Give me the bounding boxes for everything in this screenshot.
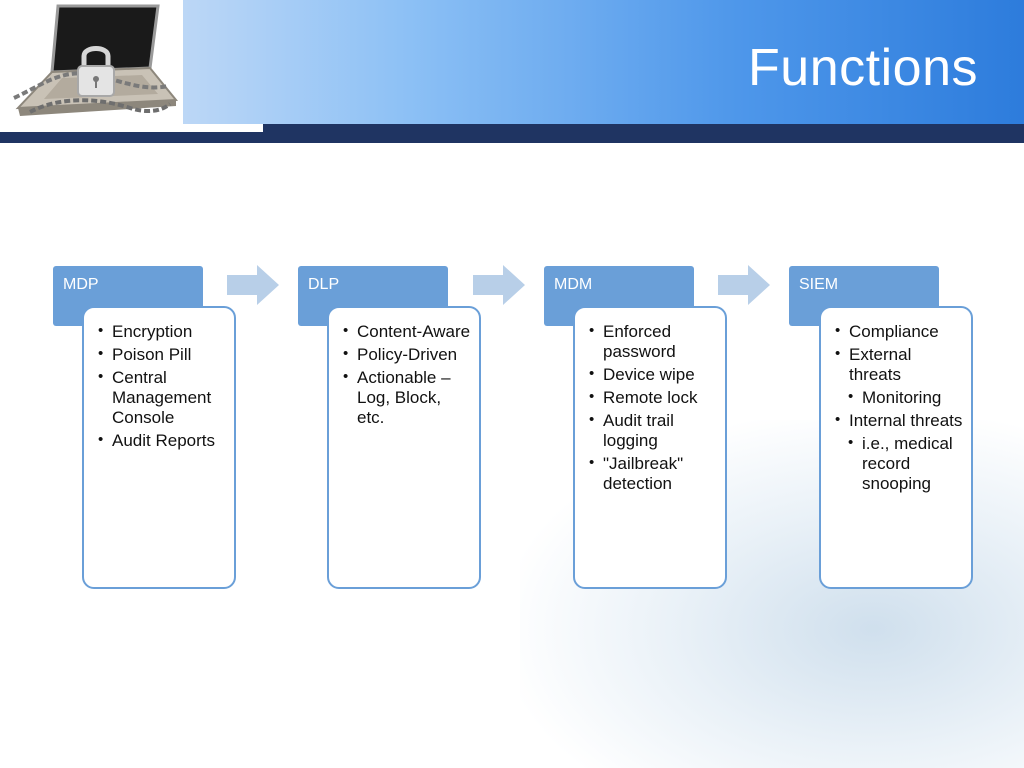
list-item: Encryption xyxy=(98,321,226,342)
list-item: Remote lock xyxy=(589,387,717,408)
list-item: Audit trail logging xyxy=(589,410,717,451)
step-card-mdp: Encryption Poison Pill Central Managemen… xyxy=(82,306,236,589)
arrow-right-icon xyxy=(473,265,525,305)
list-item: Internal threats xyxy=(835,410,963,431)
list-item: Poison Pill xyxy=(98,344,226,365)
list-item: Enforced password xyxy=(589,321,717,362)
list-item: External threats xyxy=(835,344,963,385)
step-list-dlp: Content-Aware Policy-Driven Actionable –… xyxy=(343,321,471,428)
step-list-mdm: Enforced password Device wipe Remote loc… xyxy=(589,321,717,494)
list-item: Content-Aware xyxy=(343,321,471,342)
list-subitem: Monitoring xyxy=(848,387,963,408)
step-list-siem: Compliance External threats Monitoring I… xyxy=(835,321,963,494)
list-item: Audit Reports xyxy=(98,430,226,451)
step-card-mdm: Enforced password Device wipe Remote loc… xyxy=(573,306,727,589)
list-item: "Jailbreak" detection xyxy=(589,453,717,494)
arrow-right-icon xyxy=(227,265,279,305)
list-item: Device wipe xyxy=(589,364,717,385)
list-item: Policy-Driven xyxy=(343,344,471,365)
laptop-lock-image xyxy=(0,0,183,124)
laptop-padlock-icon xyxy=(13,4,179,116)
list-subitem: i.e., medical record snooping xyxy=(848,433,963,494)
step-card-dlp: Content-Aware Policy-Driven Actionable –… xyxy=(327,306,481,589)
list-item: Compliance xyxy=(835,321,963,342)
header-divider-tab xyxy=(0,124,263,132)
step-list-mdp: Encryption Poison Pill Central Managemen… xyxy=(98,321,226,451)
arrow-right-icon xyxy=(718,265,770,305)
list-item: Actionable – Log, Block, etc. xyxy=(343,367,471,428)
list-item: Central Management Console xyxy=(98,367,226,428)
step-card-siem: Compliance External threats Monitoring I… xyxy=(819,306,973,589)
slide-title: Functions xyxy=(748,39,978,97)
